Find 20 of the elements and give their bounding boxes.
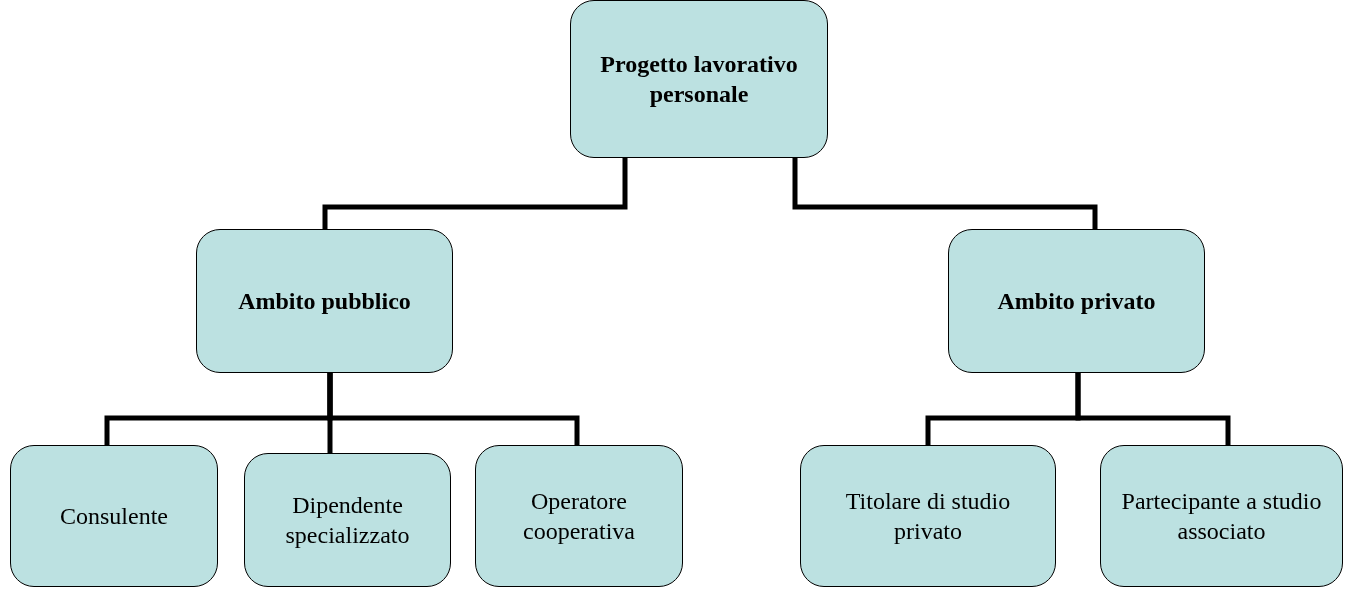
heading-text: Progetto lavorativo personale [599,50,799,109]
node-text: Partecipante a studio associato [1120,487,1323,546]
connector-line [327,373,580,445]
connector-line [322,158,628,229]
rounded-box [196,229,453,373]
rounded-box [244,453,451,587]
rounded-box [570,0,828,158]
heading-text: Ambito pubblico [238,287,411,316]
node-text: Titolare di studio privato [844,487,1012,546]
rounded-box [1100,445,1343,587]
rounded-box [800,445,1056,587]
heading-text: Ambito privato [997,287,1156,316]
node-text: Operatore cooperativa [522,487,636,546]
rounded-box [948,229,1205,373]
node-text: Dipendente specializzato [284,491,411,550]
connector-line [792,158,1098,229]
rounded-box [475,445,683,587]
connector-line [1075,373,1231,445]
rounded-box [10,445,218,587]
node-text: Consulente [60,502,168,531]
